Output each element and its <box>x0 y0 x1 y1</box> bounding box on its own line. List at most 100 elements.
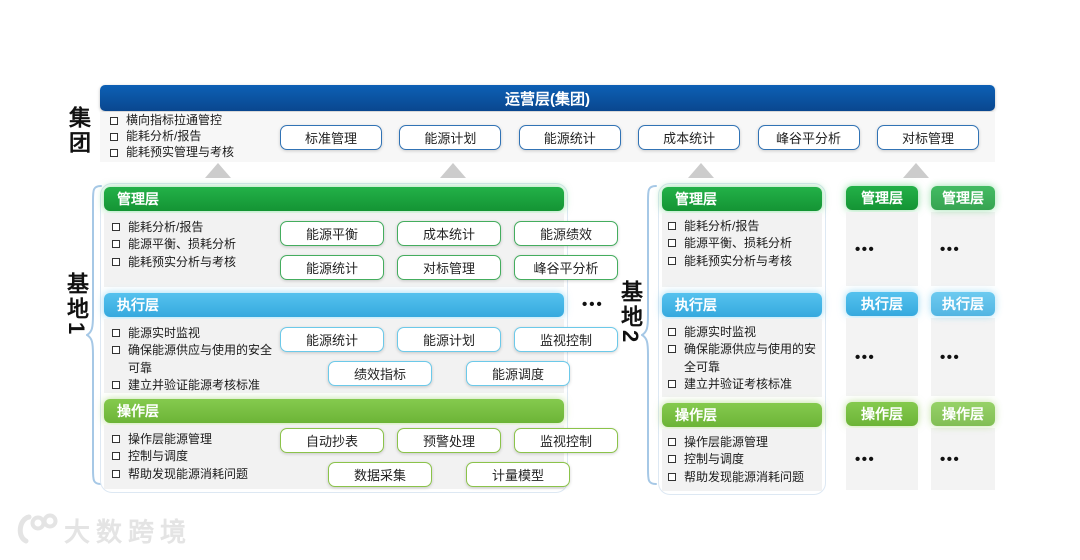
mini-row: 管理层 ••• <box>846 186 918 286</box>
bullet-item: 能耗预实管理与考核 <box>110 145 280 161</box>
mini-row: 操作层 ••• <box>846 402 918 490</box>
operations-layer-banner: 运营层(集团) <box>100 85 995 111</box>
mini-box-ellipsis: ••• <box>931 212 995 286</box>
base2-operation-section: 操作层 操作层能源管理 控制与调度 帮助发现能源消耗问题 <box>662 403 822 491</box>
bullet-item: 确保能源供应与使用的安全可靠 <box>668 341 818 376</box>
group-label: 集团 <box>66 106 91 156</box>
bullet-item: 能耗预实分析与考核 <box>668 253 818 270</box>
function-box-energy-balance: 能源平衡 <box>280 220 384 246</box>
section-header-execution: 执行层 <box>662 293 822 317</box>
bullet-item: 操作层能源管理 <box>668 434 818 451</box>
layer-pill-management: 管理层 <box>846 186 918 210</box>
base2-label: 基地2 <box>618 280 643 346</box>
base1-execution-section: 执行层 能源实时监视 确保能源供应与使用的安全可靠 建立并验证能源考核标准 能源… <box>104 293 618 394</box>
function-box-benchmark-management: 对标管理 <box>876 124 979 150</box>
function-box-cost-statistics: 成本统计 <box>638 124 741 150</box>
mini-row: 执行层 ••• <box>846 292 918 396</box>
base1-operation-section: 操作层 操作层能源管理 控制与调度 帮助发现能源消耗问题 自动抄表 预警处理 监… <box>104 399 618 489</box>
section-header-execution: 执行层 <box>104 293 564 317</box>
function-box-monitor-control: 监视控制 <box>514 326 618 352</box>
section-body: 能源实时监视 确保能源供应与使用的安全可靠 建立并验证考核标准 <box>662 319 822 397</box>
layer-pill-execution: 执行层 <box>846 292 918 316</box>
base2-management-section: 管理层 能耗分析/报告 能源平衡、损耗分析 能耗预实分析与考核 <box>662 187 822 287</box>
bullet-item: 帮助发现能源消耗问题 <box>112 466 280 483</box>
function-box-energy-statistics: 能源统计 <box>280 254 384 280</box>
base2-brace <box>641 185 657 485</box>
group-bullet-list: 横向指标拉通管控 能耗分析/报告 能耗预实管理与考核 <box>100 113 280 160</box>
mini-row: 操作层 ••• <box>931 402 995 490</box>
base-n-column: 管理层 ••• 执行层 ••• 操作层 ••• <box>843 183 921 493</box>
bullet-item: 能耗分析/报告 <box>112 219 280 236</box>
bullet-item: 能源实时监视 <box>112 325 280 342</box>
section-body: 能耗分析/报告 能源平衡、损耗分析 能耗预实分析与考核 <box>662 213 822 287</box>
section-header-operation: 操作层 <box>662 403 822 427</box>
function-box-energy-performance: 能源绩效 <box>514 220 618 246</box>
function-box-standard-management: 标准管理 <box>280 124 382 150</box>
group-function-boxes: 标准管理 能源计划 能源统计 成本统计 峰谷平分析 对标管理 <box>280 124 995 150</box>
function-box-alarm-handling: 预警处理 <box>397 427 501 453</box>
function-box-monitor-control: 监视控制 <box>514 427 618 453</box>
function-box-peak-valley-analysis: 峰谷平分析 <box>757 124 860 150</box>
section-header-management: 管理层 <box>662 187 822 211</box>
base-n-column: 管理层 ••• 执行层 ••• 操作层 ••• <box>928 183 998 493</box>
base2-execution-section: 执行层 能源实时监视 确保能源供应与使用的安全可靠 建立并验证考核标准 <box>662 293 822 397</box>
function-box-auto-meter-reading: 自动抄表 <box>280 427 384 453</box>
bullet-item: 能耗预实分析与考核 <box>112 254 280 271</box>
watermark: 大数跨境 <box>12 510 192 550</box>
function-box-peak-valley-analysis: 峰谷平分析 <box>514 254 618 280</box>
mini-row: 执行层 ••• <box>931 292 995 396</box>
section-body: 能源实时监视 确保能源供应与使用的安全可靠 建立并验证能源考核标准 能源统计 能… <box>104 319 618 394</box>
function-box-cost-statistics: 成本统计 <box>397 220 501 246</box>
bullet-item: 操作层能源管理 <box>112 431 280 448</box>
section-header-operation: 操作层 <box>104 399 564 423</box>
bullet-item: 能源平衡、损耗分析 <box>668 235 818 252</box>
bullet-item: 确保能源供应与使用的安全可靠 <box>112 342 280 377</box>
section-body: 操作层能源管理 控制与调度 帮助发现能源消耗问题 <box>662 429 822 491</box>
mini-box-ellipsis: ••• <box>931 318 995 396</box>
layer-pill-operation: 操作层 <box>931 402 995 426</box>
mini-box-ellipsis: ••• <box>931 428 995 490</box>
function-box-data-collection: 数据采集 <box>328 461 432 487</box>
watermark-text: 大数跨境 <box>64 516 193 547</box>
mini-box-ellipsis: ••• <box>846 428 918 490</box>
section-body: 能耗分析/报告 能源平衡、损耗分析 能耗预实分析与考核 能源平衡 成本统计 能源… <box>104 213 618 287</box>
layer-pill-execution: 执行层 <box>931 292 995 316</box>
layer-pill-management: 管理层 <box>931 186 995 210</box>
function-box-metering-model: 计量模型 <box>466 461 570 487</box>
base2-panel: 管理层 能耗分析/报告 能源平衡、损耗分析 能耗预实分析与考核 执行层 能源实时… <box>658 183 826 495</box>
watermark-logo-icon <box>17 513 58 544</box>
more-bases-ellipsis: ••• <box>582 296 604 313</box>
section-header-management: 管理层 <box>104 187 564 211</box>
base1-label: 基地1 <box>64 272 89 338</box>
up-arrow-icon <box>688 163 714 178</box>
bullet-item: 横向指标拉通管控 <box>110 113 280 129</box>
base1-management-section: 管理层 能耗分析/报告 能源平衡、损耗分析 能耗预实分析与考核 能源平衡 成本统… <box>104 187 618 287</box>
bullet-item: 控制与调度 <box>668 451 818 468</box>
bullet-item: 能源实时监视 <box>668 324 818 341</box>
bullet-item: 能耗分析/报告 <box>668 218 818 235</box>
base1-brace <box>86 185 102 485</box>
function-box-energy-statistics: 能源统计 <box>518 124 621 150</box>
section-body: 操作层能源管理 控制与调度 帮助发现能源消耗问题 自动抄表 预警处理 监视控制 … <box>104 425 618 489</box>
function-box-benchmark-management: 对标管理 <box>397 254 501 280</box>
bullet-item: 帮助发现能源消耗问题 <box>668 469 818 486</box>
function-box-energy-dispatch: 能源调度 <box>466 360 570 386</box>
mini-box-ellipsis: ••• <box>846 318 918 396</box>
function-box-energy-plan: 能源计划 <box>399 124 502 150</box>
bullet-item: 建立并验证能源考核标准 <box>112 377 280 394</box>
function-box-performance-indicator: 绩效指标 <box>328 360 432 386</box>
up-arrow-icon <box>440 163 466 178</box>
function-box-energy-plan: 能源计划 <box>397 326 501 352</box>
up-arrow-icon <box>903 163 929 178</box>
layer-pill-operation: 操作层 <box>846 402 918 426</box>
function-box-energy-statistics: 能源统计 <box>280 326 384 352</box>
mini-row: 管理层 ••• <box>931 186 995 286</box>
bullet-item: 控制与调度 <box>112 448 280 465</box>
group-function-strip: 横向指标拉通管控 能耗分析/报告 能耗预实管理与考核 标准管理 能源计划 能源统… <box>100 112 995 162</box>
up-arrow-icon <box>205 163 231 178</box>
bullet-item: 建立并验证考核标准 <box>668 376 818 393</box>
base1-panel: 管理层 能耗分析/报告 能源平衡、损耗分析 能耗预实分析与考核 能源平衡 成本统… <box>100 183 618 493</box>
mini-box-ellipsis: ••• <box>846 212 918 286</box>
bullet-item: 能耗分析/报告 <box>110 129 280 145</box>
